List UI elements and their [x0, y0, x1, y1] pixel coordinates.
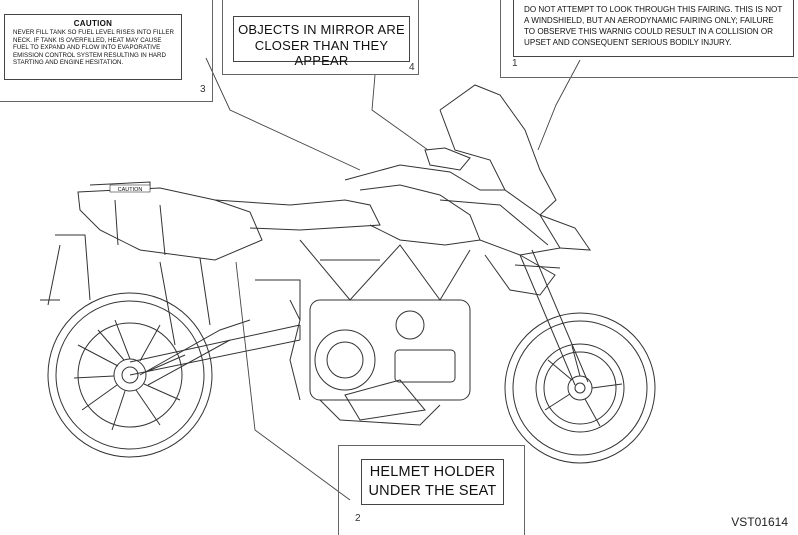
caution-label: CAUTION NEVER FILL TANK SO FUEL LEVEL RI… [4, 14, 182, 80]
fairing-text: DO NOT ATTEMPT TO LOOK THROUGH THIS FAIR… [524, 4, 787, 48]
front-wheel [504, 312, 656, 464]
engine [289, 299, 471, 426]
caution-text: NEVER FILL TANK SO FUEL LEVEL RISES INTO… [13, 29, 175, 67]
caution-line: NECK. IF TANK IS OVERFILLED, HEAT MAY CA… [13, 36, 162, 44]
callout-number-1: 1 [512, 58, 518, 69]
leader-line-mirror [371, 74, 429, 151]
mirror-line: OBJECTS IN MIRROR ARE [238, 22, 405, 37]
rear-wheel [47, 292, 213, 458]
caution-title: CAUTION [73, 19, 113, 28]
leader-line-caution [205, 57, 361, 171]
fairing-line: A WINDSHIELD, BUT AN AERODYNAMIC FAIRING… [524, 16, 774, 25]
fairing-line: DO NOT ATTEMPT TO LOOK THROUGH THIS FAIR… [524, 5, 783, 14]
leader-line-fairing [537, 59, 581, 151]
helmet-label: HELMET HOLDER UNDER THE SEAT [361, 459, 504, 505]
bike-caution-text: CAUTION [118, 187, 143, 193]
mirror-label: OBJECTS IN MIRROR ARE CLOSER THAN THEY A… [233, 16, 410, 68]
bike-caution-sticker [109, 184, 151, 193]
caution-line: STARTING AND ENGINE HESITATION. [13, 59, 124, 67]
callout-number-4: 4 [409, 62, 415, 73]
fairing-label: DO NOT ATTEMPT TO LOOK THROUGH THIS FAIR… [513, 0, 794, 57]
mirror-line: CLOSER THAN THEY APPEAR [254, 38, 389, 68]
fairing-panel: DO NOT ATTEMPT TO LOOK THROUGH THIS FAIR… [500, 0, 798, 78]
helmet-line: UNDER THE SEAT [368, 483, 497, 499]
caution-line: NEVER FILL TANK SO FUEL LEVEL RISES INTO… [13, 29, 174, 36]
callout-number-2: 2 [355, 513, 361, 524]
fairing-line: TO OBSERVE THIS WARNIG COULD RESULT IN A… [524, 27, 774, 36]
caution-line: EMISSION CONTROL SYSTEM RESULTING IN HAR… [13, 51, 166, 59]
caution-line: FUEL TO EXPAND AND FLOW INTO EVAPORATIVE [13, 44, 161, 52]
drawing-reference: VST01614 [731, 515, 788, 529]
fairing-line: UPSET AND CONSEQUENT SERIOUS BODILY INJU… [524, 38, 732, 47]
leader-lines [205, 57, 581, 501]
leader-line-helmet [235, 261, 351, 501]
helmet-panel: HELMET HOLDER UNDER THE SEAT 2 [338, 445, 525, 535]
mirror-panel: OBJECTS IN MIRROR ARE CLOSER THAN THEY A… [222, 0, 419, 75]
helmet-line: HELMET HOLDER [369, 464, 496, 480]
caution-panel: CAUTION NEVER FILL TANK SO FUEL LEVEL RI… [0, 0, 213, 102]
callout-number-3: 3 [200, 84, 206, 95]
